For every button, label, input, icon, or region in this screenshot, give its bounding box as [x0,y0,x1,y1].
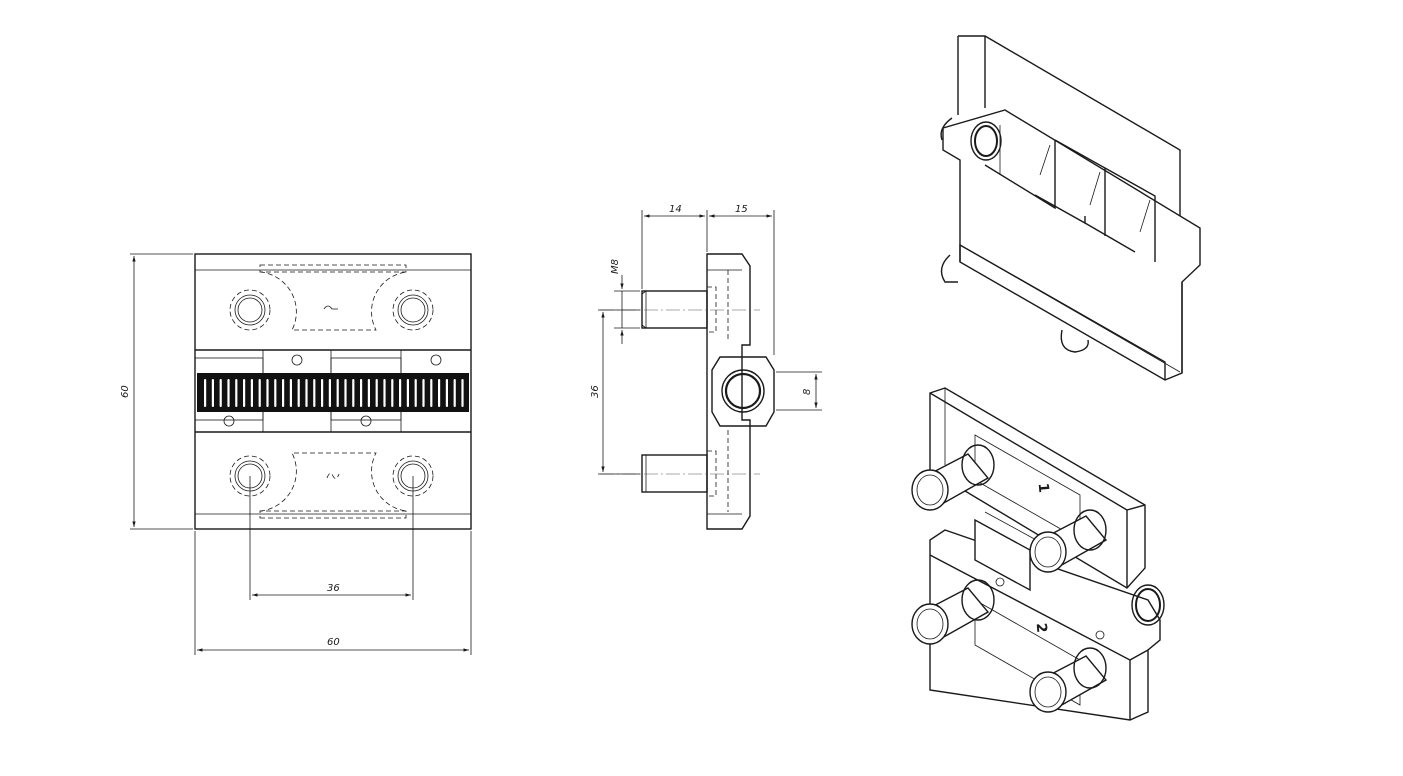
side-view: 14 15 M8 36 8 [590,204,822,530]
iso-pins [911,444,1108,713]
knuckle [711,356,775,427]
front-view: 60 36 60 [120,253,472,655]
iso-view-top [940,35,1201,381]
spring-slot [430,379,433,407]
spring-slot [453,379,456,407]
dim-hole-spacing: 36 [327,583,340,594]
spring-slot [375,379,378,407]
side-body [706,253,751,530]
part-label-2: 2 [1033,622,1050,633]
spring-slot [282,379,285,407]
spring-slot [313,379,316,407]
spring-slots [204,379,464,407]
dim-depth-1: 14 [669,204,682,215]
spring-slot [243,379,246,407]
stud-bottom [641,454,708,493]
spring-slot [360,379,363,407]
spring-slot [336,379,339,407]
spring-slot [211,379,214,407]
spring-slot [289,379,292,407]
spring-slot [235,379,238,407]
spring-slot [367,379,370,407]
spring-slot [258,379,261,407]
dim-thread: M8 [610,259,621,274]
spring-slot [250,379,253,407]
spring-slot [297,379,300,407]
spring-slot [406,379,409,407]
stud-top [641,290,708,329]
dim-width: 60 [327,637,340,648]
spring-slot [352,379,355,407]
spring-slot [227,379,230,407]
spring-slot [274,379,277,407]
spring-slot [204,379,207,407]
spring-slot [344,379,347,407]
part-label-1: 1 [1035,482,1052,493]
spring-slot [422,379,425,407]
dim-depth-2: 15 [735,204,748,215]
spring-slot [445,379,448,407]
spring-slot [461,379,464,407]
spring-slot [414,379,417,407]
spring-slot [266,379,269,407]
dim-pitch: 36 [590,385,601,398]
spring-slot [305,379,308,407]
spring-slot [438,379,441,407]
spring-slot [391,379,394,407]
spring-slot [321,379,324,407]
spring-slot [328,379,331,407]
dim-height: 60 [120,385,131,398]
spring-slot [219,379,222,407]
iso-view-bottom: 1 2 [911,387,1165,721]
iso-top-face [942,109,1201,381]
dim-pin: 8 [802,389,813,395]
spring-slot [399,379,402,407]
spring-band [197,373,469,412]
spring-slot [383,379,386,407]
